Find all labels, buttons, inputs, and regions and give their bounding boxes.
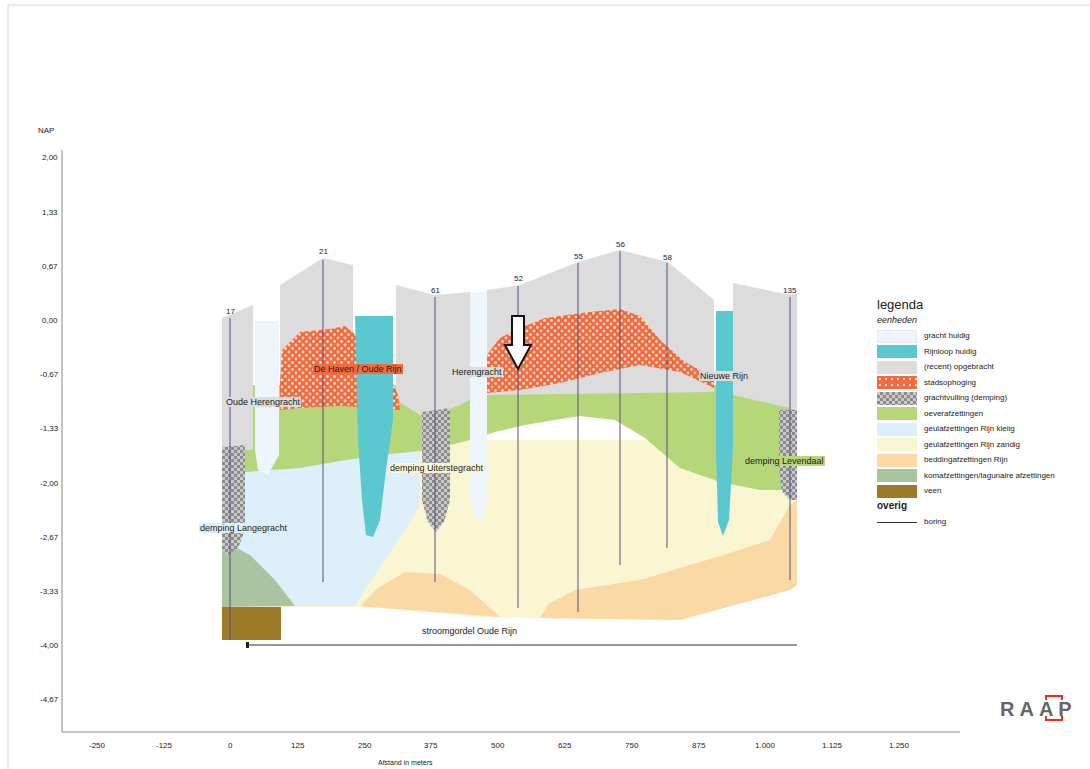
legend-text: geulafzettingen Rijn zandig: [924, 440, 1020, 449]
axis-tick: 0,67: [42, 262, 58, 271]
axis-tick: 250: [358, 741, 371, 750]
axis-tick: -3,33: [40, 587, 58, 596]
axis-tick: 125: [291, 741, 304, 750]
axis-tick: -4,00: [40, 641, 58, 650]
axis-tick: 500: [491, 741, 504, 750]
unit-label: Oude Herengracht: [225, 397, 301, 407]
legend-text: veen: [924, 486, 941, 495]
legend-swatch: [877, 361, 917, 374]
axis-tick: 625: [558, 741, 571, 750]
callout-number: 17: [226, 307, 235, 316]
unit-label: Nieuwe Rijn: [699, 371, 749, 381]
axis-tick: -4,67: [40, 695, 58, 704]
axis-title: NAP: [38, 126, 54, 135]
axis-tick: 875: [692, 741, 705, 750]
legend-swatch: [877, 454, 917, 467]
legend-text: boring: [924, 517, 946, 526]
legend-subheading: overig: [877, 500, 907, 512]
axis-tick: -2,00: [40, 479, 58, 488]
axis-tick: 1.000: [755, 741, 775, 750]
axis-title: Afstand in meters: [378, 759, 432, 767]
legend-swatch: [877, 330, 917, 343]
axis-tick: 2,00: [42, 153, 58, 162]
axis-tick: -250: [89, 741, 105, 750]
legend-text: oeverafzettingen: [924, 409, 983, 418]
axis-tick: 0,00: [42, 316, 58, 325]
legend-text: Rijnloop huidig: [924, 347, 976, 356]
legend-swatch: [877, 376, 917, 389]
callout-number: 52: [514, 274, 523, 283]
unit-label: demping Levendaal: [744, 456, 825, 466]
legend-text: stadsophoging: [924, 378, 976, 387]
callout-number: 58: [663, 253, 672, 262]
axis-tick: 750: [625, 741, 638, 750]
axis-tick: 1.250: [889, 741, 909, 750]
legend-swatch: [877, 438, 917, 451]
legend-swatch: [877, 392, 917, 405]
legend-swatch: [877, 407, 917, 420]
legend-text: (recent) opgebracht: [924, 362, 994, 371]
callout-number: 21: [319, 247, 328, 256]
legend-heading: legenda: [877, 298, 923, 313]
legend-swatch: [877, 423, 917, 436]
axis-tick: -1,33: [40, 424, 58, 433]
watermark: RAAP: [1000, 698, 1077, 721]
legend-swatch: [877, 485, 917, 498]
callout-number: 135: [783, 286, 796, 295]
legend-swatch: [877, 345, 917, 358]
axis-tick: -125: [156, 741, 172, 750]
unit-label: stroomgordel Oude Rijn: [422, 626, 517, 636]
unit-label: demping Langegracht: [199, 523, 288, 533]
axis-tick: -0,67: [40, 370, 58, 379]
callout-number: 56: [616, 240, 625, 249]
legend-text: gracht huidig: [924, 331, 970, 340]
legend-line-sample: [877, 522, 917, 523]
axis-tick: -2,67: [40, 533, 58, 542]
axis-tick: 1.125: [822, 741, 842, 750]
legend-text: geulafzettingen Rijn kleiig: [924, 424, 1015, 433]
legend-text: beddingafzettingen Rijn: [924, 455, 1008, 464]
legend-text: komafzettingen/lagunaire afzettingen: [924, 471, 1055, 480]
legend-text: grachtvulling (demping): [924, 393, 1007, 402]
callout-number: 55: [574, 252, 583, 261]
unit-label: Herengracht: [451, 367, 503, 377]
unit-label: De Haven / Oude Rijn: [313, 364, 403, 374]
axis-tick: 0: [228, 741, 232, 750]
axis-tick: 1,33: [42, 208, 58, 217]
unit-label: demping Uiterstegracht: [389, 463, 484, 473]
legend-subheading: eenheden: [877, 315, 917, 325]
legend-swatch: [877, 469, 917, 482]
callout-number: 61: [431, 286, 440, 295]
axis-tick: 375: [424, 741, 437, 750]
